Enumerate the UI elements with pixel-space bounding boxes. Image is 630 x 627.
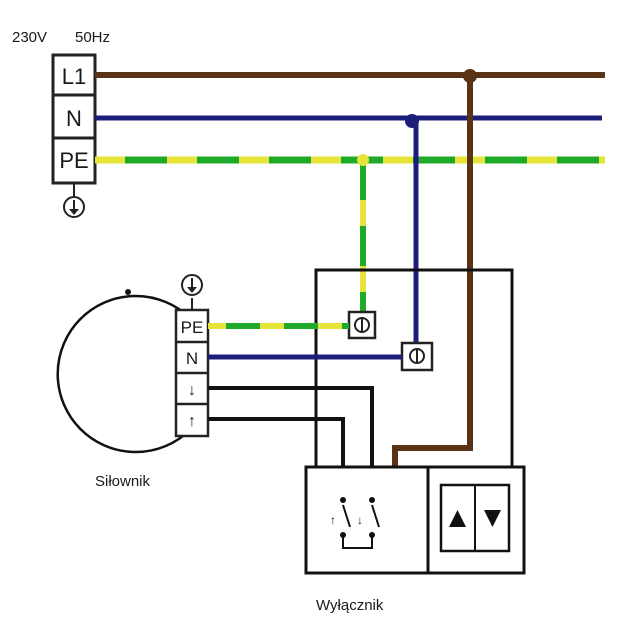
actuator-body	[56, 294, 191, 454]
control-wire-down	[208, 386, 374, 500]
down-arrow-icon: ↓	[188, 382, 196, 399]
terminal-l1-label: L1	[62, 64, 86, 89]
rocker-switch-faceplate[interactable]	[439, 483, 511, 553]
switch-label: Wyłącznik	[316, 597, 384, 614]
actuator-label: Siłownik	[95, 473, 151, 490]
supply-voltage-label: 230V	[12, 29, 47, 46]
ground-symbol-icon	[63, 196, 85, 218]
terminal-n-label: N	[66, 106, 82, 131]
up-arrow-icon[interactable]	[449, 510, 466, 527]
terminal-pe-label: PE	[59, 148, 88, 173]
actuator-marker-dot	[125, 289, 131, 295]
ground-symbol-icon	[181, 274, 203, 296]
down-arrow-icon[interactable]	[484, 510, 501, 527]
supply-terminal-block: L1 N PE	[51, 53, 97, 185]
actuator-terminal-pe: PE	[181, 318, 204, 337]
up-arrow-icon: ↑	[330, 513, 336, 527]
phase-junction-node	[463, 69, 477, 83]
earth-junction-node	[357, 154, 369, 166]
supply-frequency-label: 50Hz	[75, 29, 110, 46]
actuator-terminal-n: N	[186, 349, 198, 368]
down-arrow-icon: ↓	[357, 513, 363, 527]
switch-contacts: ↑ ↓	[330, 497, 380, 549]
terminal-screw-icon	[347, 310, 377, 340]
actuator-terminal-block: PE N ↓ ↑	[174, 308, 210, 438]
terminal-screw-icon	[400, 341, 434, 372]
up-arrow-icon: ↑	[188, 413, 196, 430]
neutral-junction-node	[405, 114, 419, 128]
